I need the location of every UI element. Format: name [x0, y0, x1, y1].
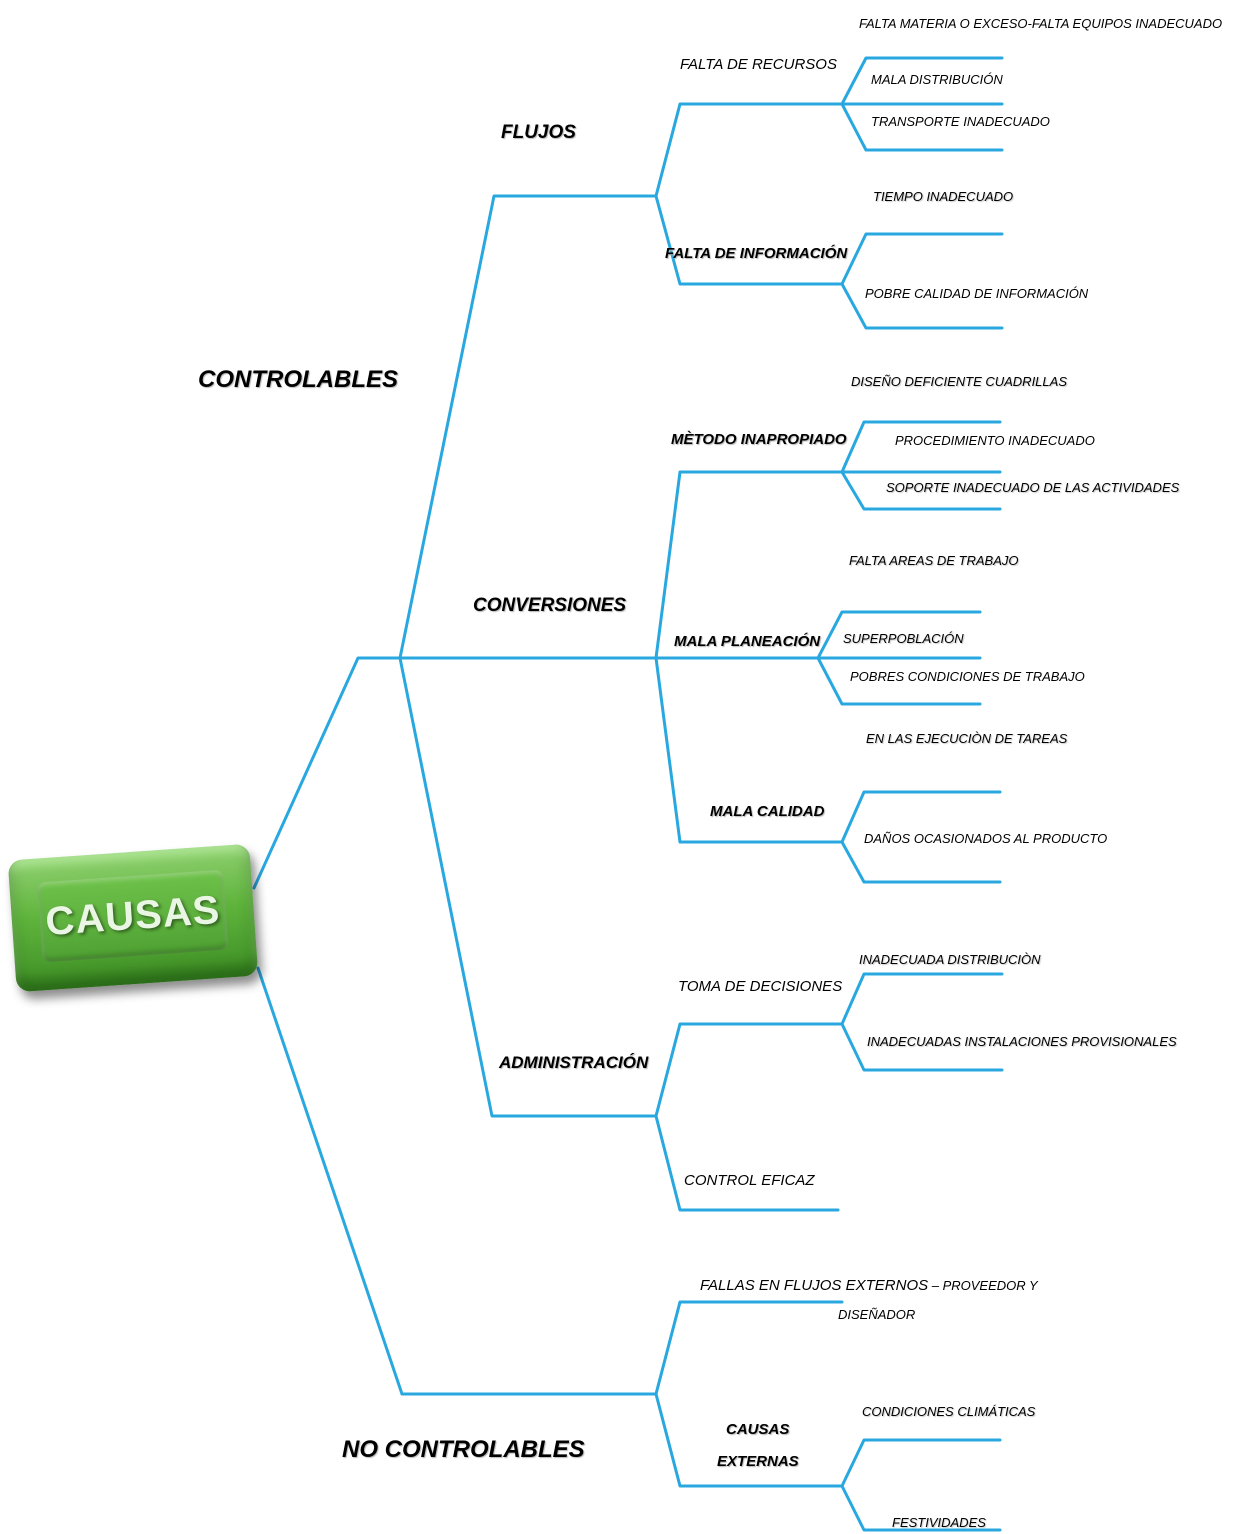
causas-button: CAUSAS [7, 843, 259, 993]
leaf-transporte-inadecuado: TRANSPORTE INADECUADO [871, 114, 1050, 129]
connector-leaf-transporte [840, 102, 1004, 152]
leaf-falta-areas: FALTA AREAS DE TRABAJO [849, 553, 1019, 568]
leaf-procedimiento-inadecuado: PROCEDIMIENTO INADECUADO [895, 433, 1095, 448]
fallas-flujos-main: FALLAS EN FLUJOS EXTERNOS [700, 1277, 929, 1294]
node-metodo-inapropiado: MÈTODO INAPROPIADO [671, 431, 847, 448]
connector-flujos [398, 194, 658, 660]
connector-leaf-tiempo [840, 232, 1004, 286]
leaf-pobres-condiciones: POBRES CONDICIONES DE TRABAJO [850, 669, 1085, 684]
node-administracion: ADMINISTRACIÓN [499, 1053, 649, 1072]
connector-causas-externas [654, 1392, 844, 1488]
connector-metodo [654, 470, 844, 660]
leaf-danos-producto: DAÑOS OCASIONADOS AL PRODUCTO [864, 831, 1108, 846]
connector-leaf-festividades [840, 1484, 1002, 1532]
leaf-tiempo-inadecuado: TIEMPO INADECUADO [873, 189, 1014, 204]
leaf-festividades: FESTIVIDADES [892, 1515, 986, 1530]
leaf-superpoblacion: SUPERPOBLACIÓN [843, 631, 964, 646]
leaf-condiciones-climaticas: CONDICIONES CLIMÁTICAS [862, 1404, 1036, 1419]
connector-leaf-instalaciones [840, 1022, 1004, 1072]
connector-root-controlables [252, 656, 402, 890]
connector-leaf-falta-areas [816, 610, 982, 660]
leaf-pobre-calidad-informacion: POBRE CALIDAD DE INFORMACIÓN [865, 286, 1089, 301]
connector-fallas-flujos [654, 1300, 844, 1396]
node-mala-planeacion: MALA PLANEACIÓN [674, 633, 821, 650]
connector-falta-recursos [654, 102, 844, 198]
connector-leaf-danos [840, 840, 1002, 884]
connector-leaf-inadecuada-distribucion [840, 972, 1004, 1026]
leaf-diseno-deficiente: DISEÑO DEFICIENTE CUADRILLAS [851, 374, 1067, 389]
node-mala-calidad: MALA CALIDAD [710, 803, 825, 820]
connector-administracion [398, 656, 658, 1118]
category-no-controlables: NO CONTROLABLES [342, 1436, 585, 1463]
causas-button-face: CAUSAS [37, 869, 229, 963]
connector-leaf-falta-materia [840, 56, 1004, 106]
connector-toma-decisiones [654, 1022, 844, 1118]
root-label: CAUSAS [44, 887, 222, 944]
leaf-inadecuada-distribucion: INADECUADA DISTRIBUCIÒN [859, 952, 1041, 967]
node-causas-externas-line2: EXTERNAS [717, 1453, 799, 1470]
connector-root-no-controlables [256, 966, 404, 1396]
fallas-flujos-line2: DISEÑADOR [838, 1307, 916, 1322]
connector-falta-informacion [654, 194, 844, 286]
leaf-inadecuadas-instalaciones: INADECUADAS INSTALACIONES PROVISIONALES [867, 1034, 1177, 1049]
node-toma-decisiones: TOMA DE DECISIONES [678, 978, 843, 995]
connector-calidad [654, 656, 844, 844]
leaf-falta-materia: FALTA MATERIA O EXCESO-FALTA EQUIPOS INA… [859, 16, 1223, 31]
node-fallas-flujos-externos: FALLAS EN FLUJOS EXTERNOS – PROVEEDOR Y [700, 1277, 1038, 1294]
connector-leaf-diseno [840, 420, 1002, 474]
connector-leaf-soporte [840, 470, 1002, 511]
leaf-mala-distribucion: MALA DISTRIBUCIÓN [871, 72, 1003, 87]
fallas-flujos-tail: – PROVEEDOR Y [928, 1278, 1038, 1293]
category-controlables: CONTROLABLES [198, 366, 398, 393]
connector-control-eficaz [654, 1114, 840, 1212]
node-control-eficaz: CONTROL EFICAZ [684, 1172, 815, 1189]
node-conversiones: CONVERSIONES [473, 595, 627, 616]
connector-leaf-ejecucion [840, 790, 1002, 844]
connector-leaf-climaticas [840, 1438, 1002, 1488]
leaf-soporte-inadecuado: SOPORTE INADECUADO DE LAS ACTIVIDADES [886, 480, 1180, 495]
connector-leaf-pobre-calidad [840, 282, 1004, 330]
leaf-ejecucion-tareas: EN LAS EJECUCIÒN DE TAREAS [866, 731, 1068, 746]
node-falta-informacion: FALTA DE INFORMACIÓN [665, 245, 848, 262]
node-causas-externas-line1: CAUSAS [726, 1421, 790, 1438]
connector-leaf-pobres-condiciones [816, 656, 982, 706]
node-flujos: FLUJOS [501, 122, 576, 143]
node-falta-recursos: FALTA DE RECURSOS [680, 56, 837, 73]
